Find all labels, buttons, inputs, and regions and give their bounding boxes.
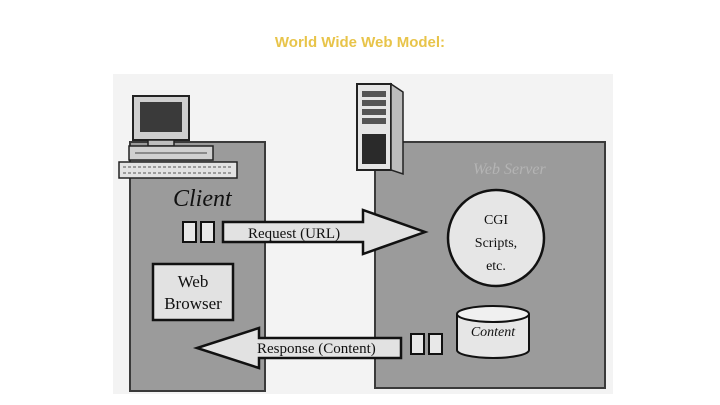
client-label: Client	[173, 186, 233, 212]
content-label: Content	[471, 325, 516, 340]
response-arrow	[192, 326, 443, 370]
server-panel-watermark: Web Server	[473, 161, 546, 178]
web-browser-box	[151, 262, 235, 322]
request-label: Request (URL)	[248, 226, 340, 242]
request-arrow	[182, 208, 429, 256]
cgi-scripts-circle	[446, 188, 546, 288]
web-browser-line1: Web	[178, 272, 209, 291]
cgi-line1: CGI	[484, 213, 508, 228]
slide-title: World Wide Web Model:	[274, 34, 446, 51]
www-model-diagram: Web Server Client	[113, 74, 613, 394]
web-browser-line2: Browser	[164, 294, 222, 313]
response-label: Response (Content)	[257, 341, 376, 357]
cgi-line2: Scripts,	[475, 236, 517, 251]
content-cylinder	[456, 305, 530, 359]
computer-icon	[118, 95, 238, 179]
server-icon	[356, 82, 404, 176]
cgi-line3: etc.	[486, 259, 506, 274]
